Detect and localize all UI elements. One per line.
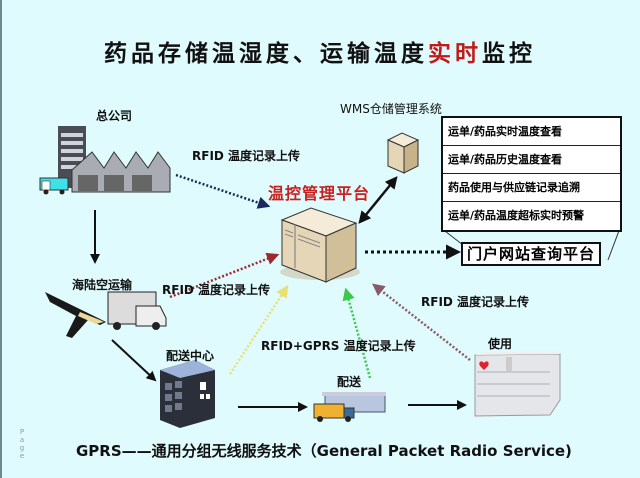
platform-server-icon (280, 207, 360, 283)
arrow-office-to-platform (175, 173, 271, 209)
label-usage-upload: RFID 温度记录上传 (421, 295, 530, 309)
callout-line-right (607, 227, 621, 261)
function-item: 运单/药品实时温度查看 (443, 118, 620, 146)
arrow-transport-to-distribution (111, 339, 157, 382)
label-office-upload: RFID 温度记录上传 (192, 149, 301, 163)
arrow-wms-platform (358, 176, 398, 224)
title-main: 药品存储温湿度、运输温度 (104, 41, 428, 67)
label-distribution-center: 配送中心 (166, 349, 215, 363)
hospital-icon (474, 351, 561, 417)
wms-server-icon (386, 132, 420, 174)
head-office-icon (39, 126, 171, 195)
label-usage: 使用 (488, 337, 513, 351)
distribution-center-icon (160, 360, 215, 428)
label-transport-upload: RFID 温度记录上传 (162, 283, 271, 297)
label-transport: 海陆空运输 (72, 278, 133, 292)
airplane-icon (45, 292, 106, 338)
arrow-usage-to-platform (372, 283, 471, 361)
portal-query-platform: 门户网站查询平台 (461, 242, 602, 266)
delivery-truck-icon (313, 392, 386, 422)
label-delivery: 配送 (337, 375, 362, 389)
label-head-office: 总公司 (96, 109, 133, 123)
slide-left-border (0, 0, 2, 478)
function-item: 运单/药品温度超标实时预警 (448, 209, 585, 222)
title-tail: 监控 (482, 41, 536, 67)
label-platform: 温控管理平台 (268, 184, 371, 203)
page-label-char: P (19, 428, 25, 436)
page-label-char: e (19, 452, 25, 460)
function-list-box: 运单/药品实时温度查看 运单/药品历史温度查看 药品使用与供应链记录追溯 运单/… (441, 116, 622, 232)
label-delivery-upload: RFID+GPRS 温度记录上传 (261, 339, 416, 353)
title-highlight: 实时 (428, 41, 482, 67)
function-item: 运单/药品历史温度查看 (443, 146, 620, 174)
truck-icon (107, 291, 167, 330)
gprs-footnote: GPRS——通用分组无线服务技术（General Packet Radio Se… (76, 442, 572, 460)
slide-title: 药品存储温湿度、运输温度实时监控 (0, 34, 640, 68)
page-label-char: a (19, 436, 25, 444)
arrow-distribution-to-platform (228, 284, 289, 375)
label-wms: WMS仓储管理系统 (340, 102, 442, 116)
arrow-delivery-to-platform (342, 287, 372, 379)
function-item: 药品使用与供应链记录追溯 (443, 174, 620, 202)
page-label-char: g (19, 444, 25, 452)
arrow-transport-to-platform (169, 252, 280, 299)
page-label: P a g e (19, 428, 25, 460)
